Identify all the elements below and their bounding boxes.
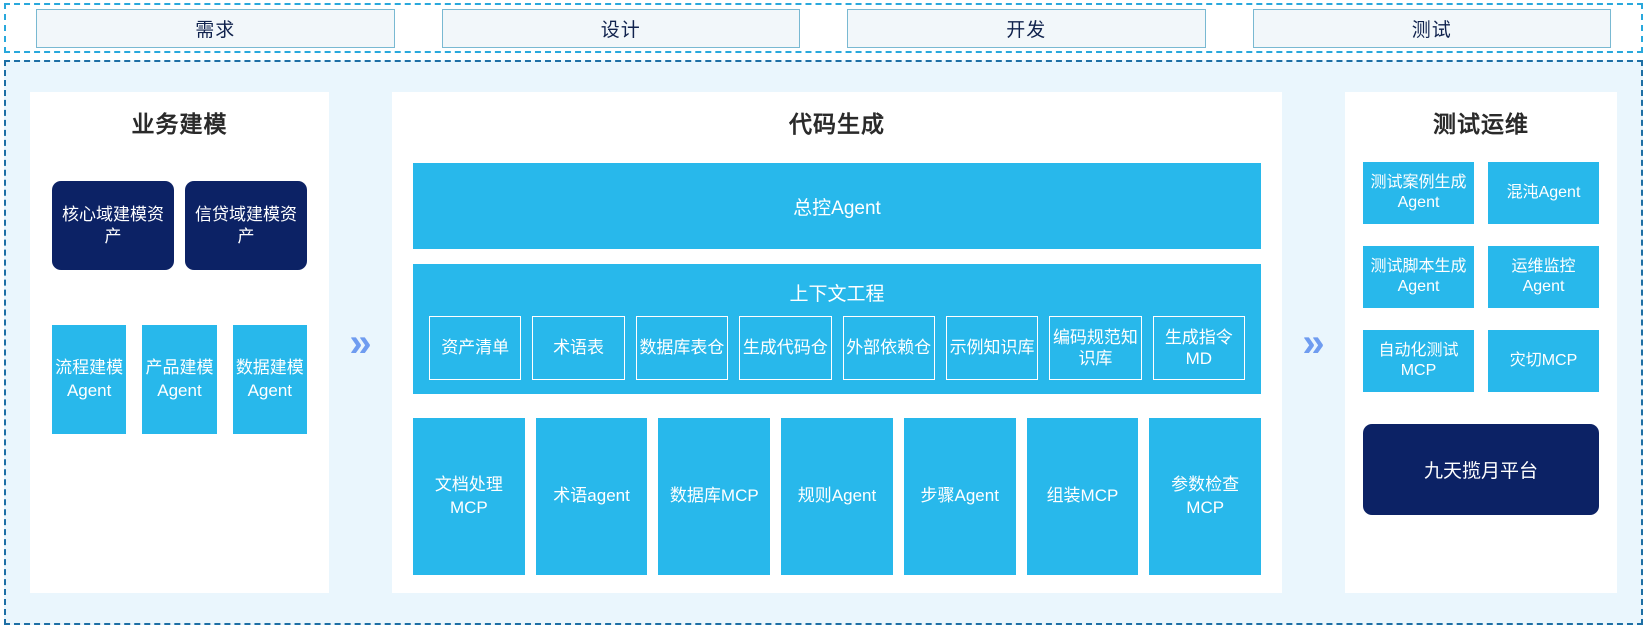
asset-card-label: 信贷域建模资产 (195, 204, 297, 246)
panel-code-generation: 代码生成 总控Agent 上下文工程 资产清单 术语表 (392, 92, 1282, 593)
ops-card-label: 测试案例生成Agent (1370, 173, 1467, 211)
platform-card-jiutian-lanyue[interactable]: 九天揽月平台 (1363, 424, 1599, 515)
tool-card-glossary-agent[interactable]: 术语agent (535, 418, 648, 575)
panel-title-code-generation: 代码生成 (789, 111, 885, 137)
ops-card-label: 运维监控Agent (1511, 257, 1576, 295)
ops-card-disaster-switch-mcp[interactable]: 灾切MCP (1488, 330, 1599, 392)
phase-tab-label: 需求 (195, 19, 236, 41)
diagram-board: 业务建模 核心域建模资产 信贷域建模资产 流程建模Agent 产品建模Agen (4, 60, 1643, 625)
tool-card-label: 数据库MCP (669, 486, 759, 506)
business-modeling-body: 核心域建模资产 信贷域建模资产 流程建模Agent 产品建模Agent 数据建模… (30, 139, 329, 593)
context-item-generation-instruction-md[interactable]: 生成指令MD (1152, 316, 1245, 380)
phase-tab-label: 测试 (1411, 19, 1452, 41)
ops-card-label: 灾切MCP (1509, 351, 1578, 369)
phase-tab-design[interactable]: 设计 (441, 8, 800, 48)
phase-strip: 需求 设计 开发 测试 (4, 3, 1643, 53)
agent-card-label: 数据建模Agent (235, 358, 304, 400)
platform-card-label: 九天揽月平台 (1423, 461, 1538, 482)
ops-card-label: 混沌Agent (1506, 183, 1581, 201)
context-item-label: 生成代码仓 (742, 338, 828, 358)
chevron-glyph: » (1302, 320, 1325, 365)
context-item-asset-list[interactable]: 资产清单 (429, 316, 522, 380)
agent-card-label: 产品建模Agent (145, 358, 214, 400)
ops-card-operations-monitoring-agent[interactable]: 运维监控Agent (1488, 246, 1599, 308)
business-asset-row: 核心域建模资产 信贷域建模资产 (52, 181, 307, 270)
tool-card-row: 文档处理MCP 术语agent 数据库MCP 规则Agent 步骤Agent (413, 418, 1262, 575)
context-item-label: 外部依赖仓 (846, 338, 932, 358)
panel-title-testing-operations: 测试运维 (1433, 111, 1529, 137)
master-agent-bar[interactable]: 总控Agent (413, 163, 1261, 249)
context-item-row: 资产清单 术语表 数据库表仓 生成代码仓 外部依赖仓 (429, 316, 1245, 380)
phase-tab-development[interactable]: 开发 (847, 8, 1206, 48)
tool-card-label: 术语agent (553, 486, 630, 506)
phase-tab-requirements[interactable]: 需求 (36, 8, 395, 48)
panel-business-modeling: 业务建模 核心域建模资产 信贷域建模资产 流程建模Agent 产品建模Agen (30, 92, 329, 593)
agent-card-label: 流程建模Agent (55, 358, 124, 400)
context-item-external-dependency-repo[interactable]: 外部依赖仓 (842, 316, 935, 380)
chevron-right-icon: » (1282, 92, 1345, 593)
panel-testing-operations: 测试运维 测试案例生成Agent 混沌Agent 测试脚本生成Agent 运维监… (1345, 92, 1617, 593)
ops-card-chaos-agent[interactable]: 混沌Agent (1488, 162, 1599, 224)
ops-card-label: 测试脚本生成Agent (1370, 257, 1467, 295)
context-item-label: 资产清单 (441, 338, 510, 358)
tool-card-label: 步骤Agent (920, 486, 999, 506)
context-item-coding-standard-knowledge-base[interactable]: 编码规范知识库 (1049, 316, 1142, 380)
asset-card-credit-domain[interactable]: 信贷域建模资产 (185, 181, 307, 270)
code-generation-body: 总控Agent 上下文工程 资产清单 术语表 数据库表仓 (392, 139, 1282, 593)
agent-card-process-modeling[interactable]: 流程建模Agent (52, 325, 127, 434)
chevron-glyph: » (349, 320, 372, 365)
tool-card-label: 规则Agent (797, 486, 877, 506)
context-item-glossary[interactable]: 术语表 (532, 316, 625, 380)
chevron-right-icon: » (329, 92, 392, 593)
tool-card-label: 参数检查MCP (1171, 475, 1240, 517)
phase-tab-label: 开发 (1006, 19, 1047, 41)
tool-card-step-agent[interactable]: 步骤Agent (903, 418, 1016, 575)
testing-operations-body: 测试案例生成Agent 混沌Agent 测试脚本生成Agent 运维监控Agen… (1345, 139, 1617, 593)
tool-card-label: 组装MCP (1046, 486, 1119, 506)
agent-card-data-modeling[interactable]: 数据建模Agent (232, 325, 307, 434)
ops-card-label: 自动化测试MCP (1378, 341, 1459, 379)
ops-card-automated-testing-mcp[interactable]: 自动化测试MCP (1363, 330, 1474, 392)
context-item-label: 生成指令MD (1164, 327, 1233, 368)
context-item-db-table-repo[interactable]: 数据库表仓 (635, 316, 729, 380)
asset-card-core-domain[interactable]: 核心域建模资产 (52, 181, 174, 270)
tool-card-assembly-mcp[interactable]: 组装MCP (1026, 418, 1139, 575)
context-engineering-title: 上下文工程 (789, 284, 885, 305)
tool-card-parameter-check-mcp[interactable]: 参数检查MCP (1149, 418, 1262, 575)
context-item-label: 数据库表仓 (639, 338, 725, 358)
context-item-label: 编码规范知识库 (1052, 327, 1138, 368)
context-item-label: 术语表 (553, 338, 605, 358)
ops-card-test-case-generation-agent[interactable]: 测试案例生成Agent (1363, 162, 1474, 224)
panel-title-business-modeling: 业务建模 (131, 111, 228, 137)
tool-card-database-mcp[interactable]: 数据库MCP (658, 418, 771, 575)
tool-card-label: 文档处理MCP (434, 475, 503, 517)
phase-tab-testing[interactable]: 测试 (1252, 8, 1611, 48)
context-item-example-knowledge-base[interactable]: 示例知识库 (945, 316, 1039, 380)
ops-card-test-script-generation-agent[interactable]: 测试脚本生成Agent (1363, 246, 1474, 308)
context-item-label: 示例知识库 (949, 338, 1035, 358)
tool-card-document-processing-mcp[interactable]: 文档处理MCP (413, 418, 525, 575)
context-item-generated-code-repo[interactable]: 生成代码仓 (739, 316, 832, 380)
asset-card-label: 核心域建模资产 (62, 204, 164, 246)
agent-card-product-modeling[interactable]: 产品建模Agent (142, 325, 217, 434)
testing-operations-grid: 测试案例生成Agent 混沌Agent 测试脚本生成Agent 运维监控Agen… (1363, 162, 1599, 392)
context-engineering-block: 上下文工程 资产清单 术语表 数据库表仓 生成代码仓 (413, 264, 1261, 394)
business-agent-row: 流程建模Agent 产品建模Agent 数据建模Agent (52, 325, 307, 434)
master-agent-label: 总控Agent (793, 197, 881, 219)
phase-tab-label: 设计 (600, 19, 641, 41)
tool-card-rule-agent[interactable]: 规则Agent (781, 418, 893, 575)
